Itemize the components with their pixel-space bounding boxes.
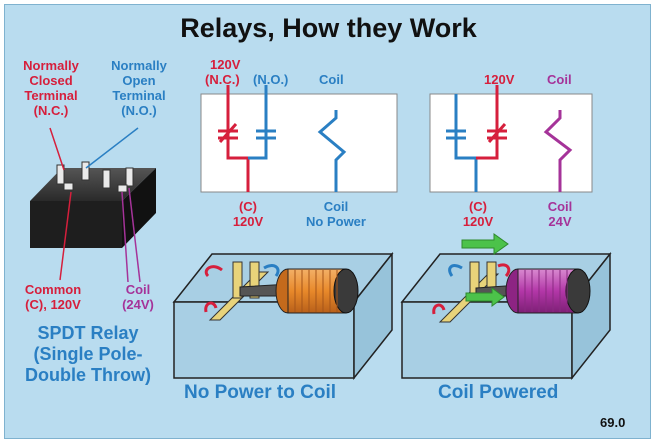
- unpowered-coil-no-power: No Power: [306, 214, 366, 229]
- common-line-2: (C), 120V: [25, 297, 81, 312]
- powered-common-label: (C) 120V: [456, 199, 500, 229]
- powered-top-voltage: 120V: [484, 72, 515, 87]
- powered-c-voltage: 120V: [462, 214, 494, 229]
- nc-terminal-line-1: Normally: [23, 58, 79, 73]
- nc-terminal-label: Normally Closed Terminal (N.C.): [8, 58, 94, 118]
- unpowered-c-text: (C): [238, 199, 258, 214]
- nc-terminal-line-4: (N.C.): [33, 103, 69, 118]
- coil-powered: [505, 268, 591, 314]
- unpowered-no-label: (N.O.): [253, 72, 289, 87]
- no-terminal-line-4: (N.O.): [121, 103, 157, 118]
- spdt-line-2: (Single Pole-: [33, 344, 143, 364]
- contacts-powered: [432, 263, 511, 315]
- green-arrow-icon: [461, 233, 509, 307]
- contacts-unpowered: [204, 264, 280, 313]
- nc-terminal-line-3: Terminal: [24, 88, 78, 103]
- unpowered-common-label: (C) 120V: [226, 199, 270, 229]
- coil-unpowered: [275, 268, 359, 314]
- unpowered-top-voltage: 120V: [210, 57, 241, 72]
- slide-number: 69.0: [600, 415, 626, 430]
- powered-coil-bottom: Coil: [547, 199, 573, 214]
- schematic-powered-wiring: [446, 85, 573, 192]
- coil-24v-line-1: Coil: [125, 282, 151, 297]
- unpowered-coil-state: Coil No Power: [294, 199, 378, 229]
- no-terminal-line-1: Normally: [111, 58, 167, 73]
- schematic-unpowered-box: [200, 93, 398, 193]
- no-terminal-line-2: Open: [122, 73, 156, 88]
- spdt-relay-label: SPDT Relay (Single Pole- Double Throw): [6, 323, 170, 386]
- common-label: Common (C), 120V: [10, 282, 96, 312]
- slide-title: Relays, How they Work: [180, 13, 477, 43]
- powered-c-text: (C): [468, 199, 488, 214]
- relay-box-unpowered: [172, 251, 394, 381]
- coil-24v-label: Coil (24V): [108, 282, 168, 312]
- powered-coil-label: Coil: [547, 72, 572, 87]
- common-line-1: Common: [24, 282, 82, 297]
- leader-lines: [49, 127, 141, 283]
- unpowered-nc-label: (N.C.): [205, 72, 240, 87]
- no-terminal-label: Normally Open Terminal (N.O.): [96, 58, 182, 118]
- nc-terminal-line-2: Closed: [29, 73, 73, 88]
- caption-no-power: No Power to Coil: [184, 382, 336, 403]
- caption-powered: Coil Powered: [438, 382, 559, 403]
- unpowered-coil-bottom: Coil: [323, 199, 349, 214]
- spdt-line-1: SPDT Relay: [37, 323, 139, 343]
- powered-coil-state: Coil 24V: [540, 199, 580, 229]
- unpowered-c-voltage: 120V: [232, 214, 264, 229]
- no-terminal-line-3: Terminal: [112, 88, 166, 103]
- schematic-powered-box: [429, 93, 593, 193]
- unpowered-coil-label: Coil: [319, 72, 344, 87]
- schematic-unpowered-wiring: [218, 85, 347, 192]
- relay-body: [30, 168, 156, 248]
- coil-24v-line-2: (24V): [122, 297, 154, 312]
- powered-coil-voltage: 24V: [548, 214, 572, 229]
- relay-pins: [56, 161, 134, 193]
- spdt-line-3: Double Throw): [25, 365, 151, 385]
